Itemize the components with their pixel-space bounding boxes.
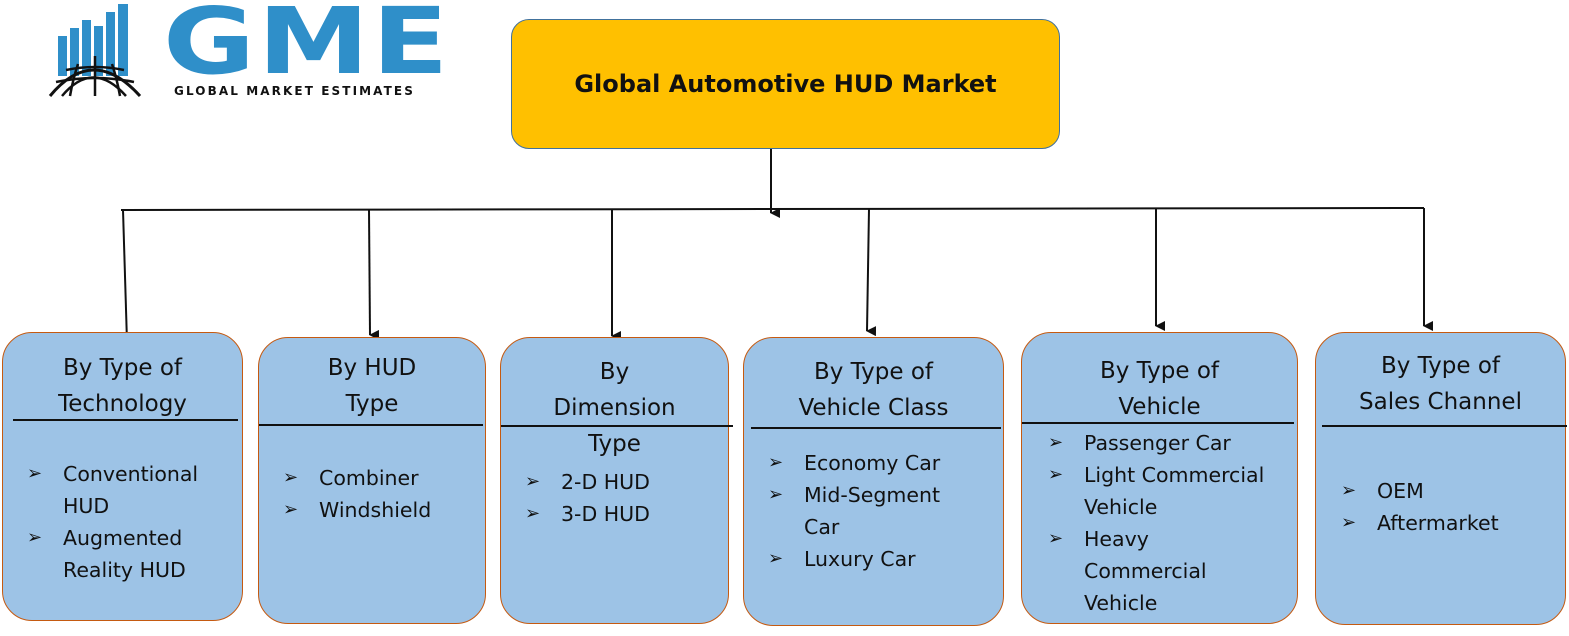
arrowhead-bullet-icon: ➢: [27, 527, 43, 548]
arrowhead-bullet-icon: ➢: [27, 463, 43, 484]
list-item: ➢ Windshield: [283, 494, 431, 526]
globe-bars-icon: [48, 4, 142, 98]
item-line: Commercial: [1084, 559, 1207, 583]
category-title-line: Sales Channel: [1359, 389, 1522, 415]
item-line: Reality HUD: [63, 558, 186, 582]
category-divider: [1322, 425, 1567, 427]
category-title: By Type of Vehicle Class: [744, 354, 1003, 426]
branch-connector-vehicle-class: [866, 208, 877, 337]
arrowhead-bullet-icon: ➢: [768, 484, 784, 505]
gme-logo: GME GLOBAL MARKET ESTIMATES: [48, 0, 448, 102]
category-dimension-type: By Dimension Type ➢ 2-D HUD ➢ 3-D HUD: [500, 337, 733, 624]
item-line: Economy Car: [804, 451, 941, 475]
arrowhead-bullet-icon: ➢: [1341, 512, 1357, 533]
list-item: ➢ 2-D HUD: [525, 466, 650, 498]
list-item: ➢ Light Commercial Vehicle: [1048, 459, 1264, 523]
arrowhead-bullet-icon: ➢: [768, 452, 784, 473]
branch-bar: [120, 207, 1425, 211]
category-title-line: Type: [588, 431, 641, 457]
list-item: ➢ Economy Car: [768, 447, 940, 479]
category-sales-channel: By Type of Sales Channel ➢ OEM ➢ Afterma…: [1315, 332, 1567, 625]
arrowhead-bullet-icon: ➢: [1048, 528, 1064, 549]
item-line: Mid-Segment: [804, 483, 941, 507]
category-divider: [751, 427, 1001, 429]
branch-connector-technology: [122, 209, 137, 347]
category-title-line: By Type of: [1099, 358, 1219, 384]
category-title-line: By: [599, 359, 630, 385]
item-line: Vehicle: [1084, 591, 1158, 615]
category-vehicle: By Type of Vehicle ➢ Passenger Car ➢ Lig…: [1021, 332, 1298, 624]
arrowhead-bullet-icon: ➢: [1048, 464, 1064, 485]
item-line: Car: [804, 515, 840, 539]
item-line: 2-D HUD: [561, 470, 650, 494]
item-line: Passenger Car: [1084, 431, 1231, 455]
item-line: OEM: [1377, 479, 1424, 503]
category-title: By Dimension Type: [501, 354, 728, 462]
item-line: Light Commercial: [1084, 463, 1265, 487]
item-line: Heavy: [1084, 527, 1149, 551]
list-item: ➢ Conventional HUD: [27, 458, 198, 522]
category-title-line: By Type of: [813, 359, 933, 385]
list-item: ➢ Luxury Car: [768, 543, 940, 575]
list-item: ➢ Augmented Reality HUD: [27, 522, 198, 586]
item-line: Conventional: [63, 462, 199, 486]
category-title-line: Type: [345, 391, 399, 417]
category-title-line: By HUD: [327, 355, 417, 381]
arrowhead-bullet-icon: ➢: [525, 503, 541, 524]
category-title-line: Technology: [58, 391, 187, 417]
arrowhead-bullet-icon: ➢: [768, 548, 784, 569]
category-hud-type: By HUD Type ➢ Combiner ➢ Windshield: [258, 337, 486, 624]
logo-tagline: GLOBAL MARKET ESTIMATES: [174, 84, 415, 98]
category-title: By Type of Vehicle: [1022, 353, 1297, 425]
arrowhead-bullet-icon: ➢: [283, 499, 299, 520]
category-title-line: Dimension: [553, 395, 676, 421]
category-items: ➢ Passenger Car ➢ Light Commercial Vehic…: [1048, 427, 1264, 619]
list-item: ➢ Aftermarket: [1341, 507, 1499, 539]
category-title-line: By Type of: [62, 355, 182, 381]
item-line: Vehicle: [1084, 495, 1158, 519]
category-items: ➢ Economy Car ➢ Mid-Segment Car ➢ Luxury…: [768, 447, 940, 575]
item-line: Luxury Car: [804, 547, 916, 571]
category-title-line: Vehicle Class: [798, 395, 949, 421]
branch-connector-hud-type: [368, 209, 380, 340]
item-line: Windshield: [319, 498, 432, 522]
category-divider: [259, 424, 483, 426]
list-item: ➢ Passenger Car: [1048, 427, 1264, 459]
category-title: By Type of Sales Channel: [1316, 348, 1565, 420]
item-line: Combiner: [319, 466, 419, 490]
logo-wordmark: GME: [163, 0, 451, 95]
category-divider: [1022, 422, 1294, 424]
item-line: Augmented: [63, 526, 183, 550]
arrowhead-bullet-icon: ➢: [525, 471, 541, 492]
arrowhead-bullet-icon: ➢: [1048, 432, 1064, 453]
item-line: 3-D HUD: [561, 502, 650, 526]
category-items: ➢ Combiner ➢ Windshield: [283, 462, 431, 526]
category-technology: By Type of Technology ➢ Conventional HUD…: [2, 332, 243, 621]
arrowhead-bullet-icon: ➢: [283, 467, 299, 488]
category-title-line: By Type of: [1380, 353, 1500, 379]
root-node: Global Automotive HUD Market: [511, 19, 1060, 149]
category-vehicle-class: By Type of Vehicle Class ➢ Economy Car ➢…: [743, 337, 1004, 626]
category-title-line: Vehicle: [1118, 394, 1201, 420]
list-item: ➢ 3-D HUD: [525, 498, 650, 530]
category-title: By Type of Technology: [3, 350, 242, 422]
list-item: ➢ OEM: [1341, 475, 1499, 507]
list-item: ➢ Heavy Commercial Vehicle: [1048, 523, 1264, 619]
item-line: Aftermarket: [1377, 511, 1499, 535]
item-line: HUD: [63, 494, 110, 518]
root-title: Global Automotive HUD Market: [574, 70, 997, 98]
category-title: By HUD Type: [259, 350, 485, 422]
category-divider: [13, 419, 238, 421]
category-divider: [501, 425, 733, 427]
category-items: ➢ Conventional HUD ➢ Augmented Reality H…: [27, 458, 198, 586]
list-item: ➢ Combiner: [283, 462, 431, 494]
category-items: ➢ OEM ➢ Aftermarket: [1341, 475, 1499, 539]
list-item: ➢ Mid-Segment Car: [768, 479, 940, 543]
arrowhead-bullet-icon: ➢: [1341, 480, 1357, 501]
category-items: ➢ 2-D HUD ➢ 3-D HUD: [525, 466, 650, 530]
